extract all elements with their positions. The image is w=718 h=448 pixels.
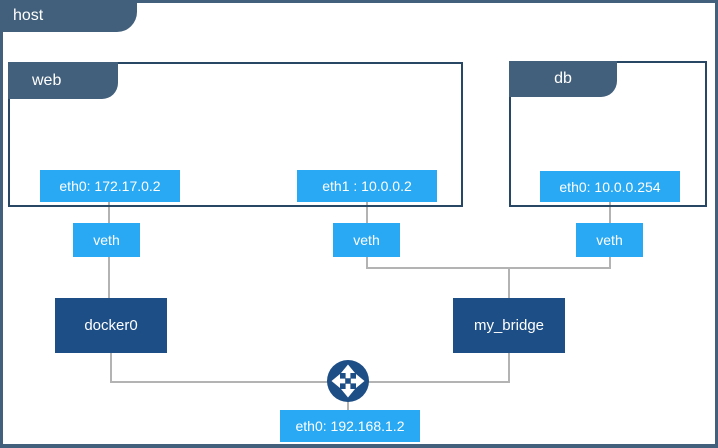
router-icon-arrows [331,364,365,398]
interface-web-eth1: eth1 : 10.0.0.2 [297,170,437,202]
router-icon-circle [327,360,369,402]
container-web: web [8,62,463,207]
router-icon [327,360,369,402]
container-web-label: web [32,71,62,89]
interface-web-eth0: eth0: 172.17.0.2 [40,170,180,202]
host-label: host [13,7,44,24]
veth-right: veth [576,223,643,257]
interface-host-eth0: eth0: 192.168.1.2 [280,410,420,442]
veth-left: veth [73,223,140,257]
container-db: db [509,61,707,207]
container-db-label: db [554,70,572,87]
bridge-docker0: docker0 [55,298,167,353]
veth-middle: veth [333,223,400,257]
container-db-tab: db [509,61,617,97]
bridge-my-bridge: my_bridge [453,298,565,353]
interface-db-eth0: eth0: 10.0.0.254 [540,171,680,202]
wire-bridges-router [110,351,510,383]
container-web-tab: web [8,62,118,99]
host-tab: host [0,0,137,32]
